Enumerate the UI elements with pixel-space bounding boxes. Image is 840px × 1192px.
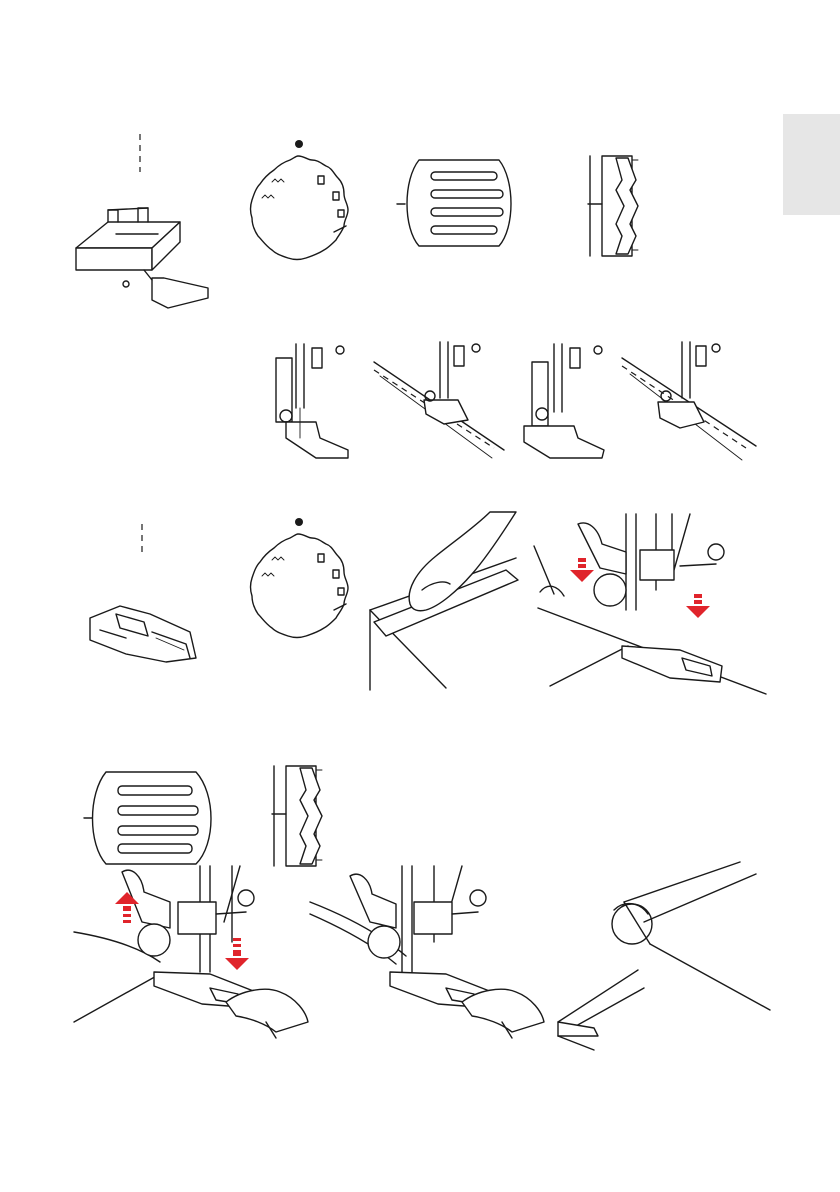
hemmer-guide-fabric-icon bbox=[306, 862, 546, 1050]
needle-position-knob-icon bbox=[586, 150, 656, 262]
stitch-selector-dial-icon bbox=[238, 516, 358, 656]
stitch-selector-dial-icon bbox=[238, 138, 358, 278]
hemmer-lift-presser-icon bbox=[70, 862, 310, 1050]
hemmer-foot-feeding-icon bbox=[530, 510, 775, 690]
hemmer-foot-icon bbox=[86, 520, 211, 670]
stitch-length-knob-icon bbox=[50, 764, 225, 872]
section-tab bbox=[783, 114, 840, 215]
red-arrow-down bbox=[686, 594, 710, 618]
red-arrow-down bbox=[225, 938, 249, 970]
rolled-hem-result-icon bbox=[554, 858, 776, 1050]
stitch-length-knob-icon bbox=[395, 152, 525, 254]
red-arrow-down bbox=[570, 558, 594, 582]
fold-fabric-hand-icon bbox=[366, 510, 526, 690]
zipper-foot-icon bbox=[68, 130, 218, 315]
zipper-sewing-steps-icon bbox=[256, 338, 772, 472]
needle-position-knob-icon bbox=[270, 760, 340, 872]
